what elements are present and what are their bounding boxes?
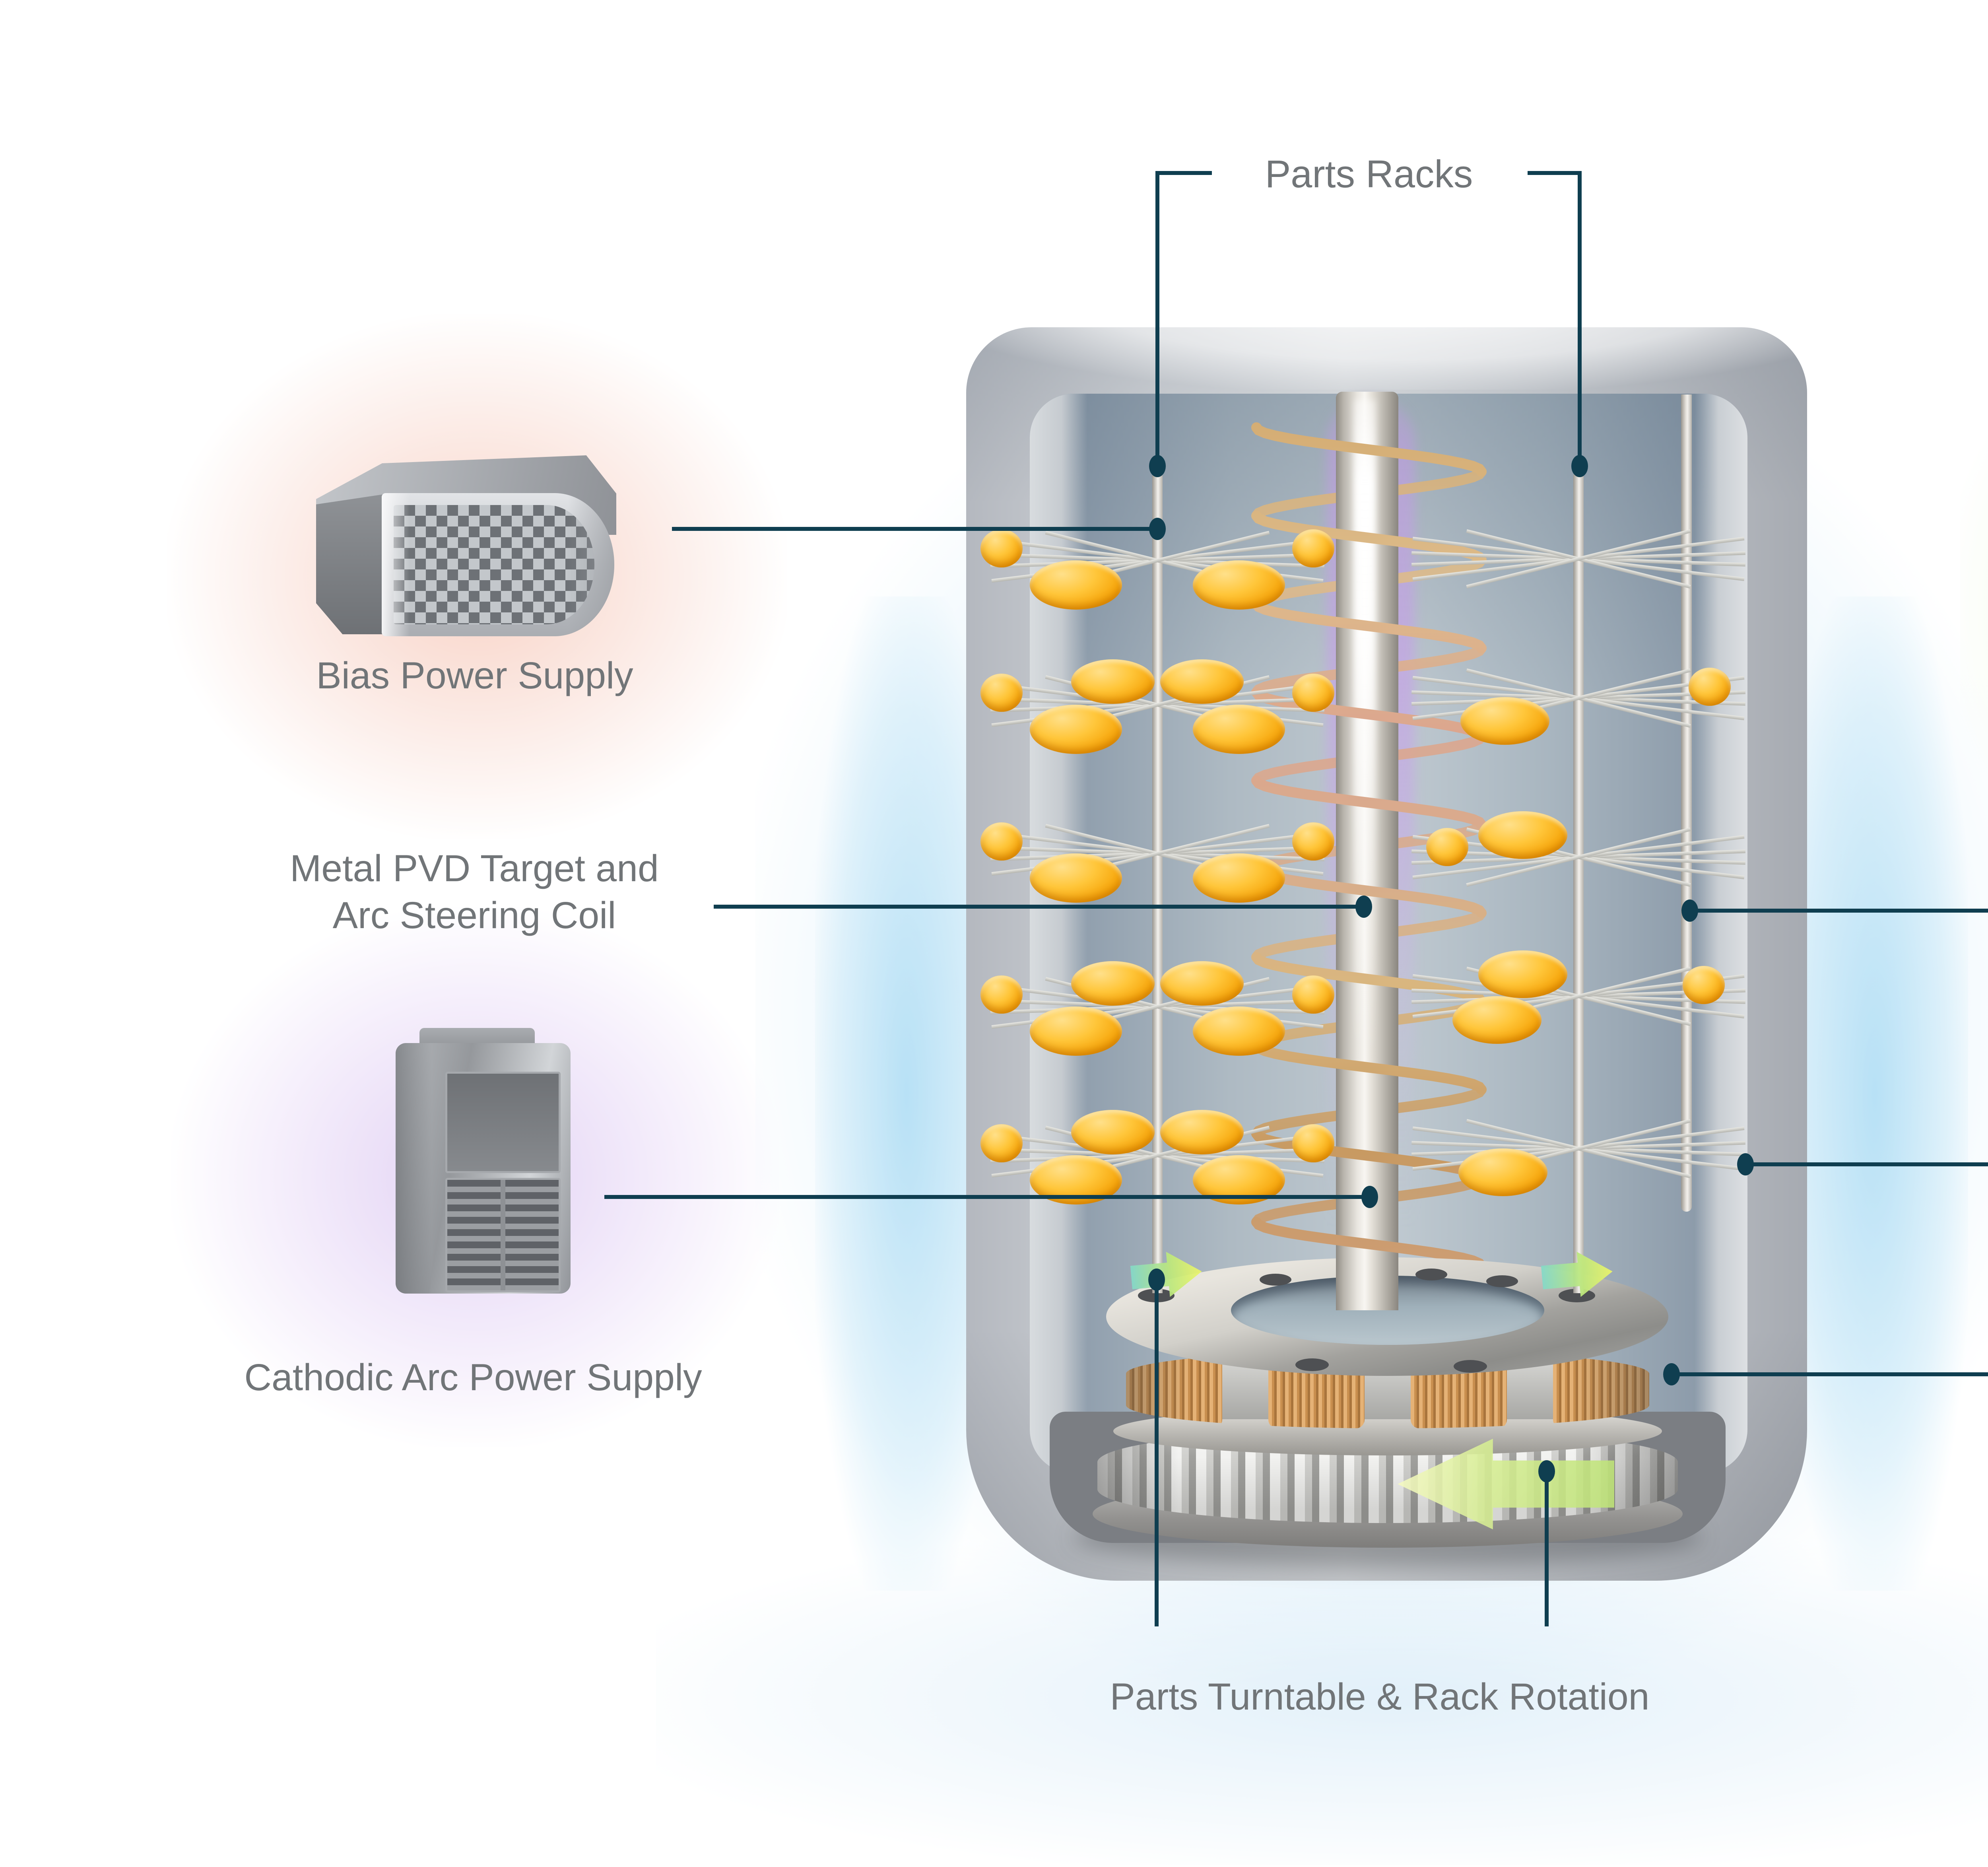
parts-disc — [1292, 822, 1334, 861]
parts-disc — [1426, 828, 1468, 866]
parts-disc — [1160, 961, 1244, 1006]
parts-disc — [980, 975, 1023, 1014]
label-parts-racks: Parts Racks — [1265, 152, 1473, 196]
parts-disc — [1683, 966, 1725, 1004]
bias-power-supply-side — [316, 493, 392, 634]
parts-disc — [980, 674, 1023, 712]
parts-disc — [1292, 674, 1334, 712]
leader-dot — [1571, 455, 1588, 477]
bolt-hole — [1486, 1275, 1518, 1287]
parts-disc — [1478, 950, 1567, 998]
leader-vacuum-chamber — [1745, 1162, 1988, 1166]
arc-steering-coil-front — [1251, 422, 1487, 1271]
leader-dot — [1737, 1153, 1754, 1175]
bolt-hole — [1415, 1269, 1447, 1280]
parts-disc — [1460, 697, 1549, 745]
parts-disc — [1193, 560, 1285, 610]
label-parts-turntable: Parts Turntable & Rack Rotation — [1110, 1676, 1650, 1718]
cathodic-supply-panel — [445, 1072, 561, 1173]
leader-dot — [1355, 896, 1372, 918]
leader-dot — [1663, 1363, 1680, 1385]
parts-disc — [1030, 1006, 1122, 1056]
label-metal-pvd-line1: Metal PVD Target and — [290, 847, 659, 890]
parts-disc — [1071, 961, 1155, 1006]
parts-disc — [1458, 1148, 1547, 1196]
leader-cathodic-arc-supply — [604, 1195, 1370, 1199]
leader-dot — [1149, 455, 1166, 477]
parts-disc — [980, 822, 1023, 861]
leader-dot — [1681, 900, 1698, 922]
parts-disc — [1071, 659, 1155, 704]
leader-dot — [1148, 1269, 1165, 1291]
leader-parts-racks-left-tick — [1157, 171, 1212, 175]
bolt-hole — [1454, 1360, 1487, 1373]
chamber-right-cyan-glow — [1781, 596, 1968, 1591]
parts-disc — [1160, 659, 1244, 704]
leader-metal-pvd-target — [714, 905, 1364, 909]
bias-power-supply-sheen — [382, 493, 614, 636]
leader-process-gases — [1690, 909, 1988, 913]
parts-disc — [1452, 996, 1541, 1044]
cathodic-supply-side-shade — [396, 1043, 431, 1294]
parts-disc — [1193, 1006, 1285, 1056]
parts-disc — [1030, 705, 1122, 754]
leader-dot — [1149, 518, 1166, 540]
leader-bias-power-supply — [672, 527, 1157, 531]
parts-rack-rod — [1152, 471, 1163, 1293]
bias-power-supply — [382, 493, 614, 636]
cathodic-supply-vents — [445, 1178, 561, 1292]
parts-disc — [1292, 975, 1334, 1014]
leader-chamber-wall-shields — [1672, 1372, 1988, 1376]
parts-disc — [1689, 668, 1731, 706]
leader-parts-racks-left — [1155, 171, 1159, 466]
parts-disc — [1292, 1124, 1334, 1162]
leader-dot — [1361, 1186, 1378, 1208]
label-bias-power-supply: Bias Power Supply — [316, 655, 633, 697]
parts-disc — [1478, 811, 1567, 859]
parts-disc — [1030, 853, 1122, 903]
pvd-target-column-base — [1336, 1255, 1398, 1310]
parts-rack-rod — [1573, 471, 1584, 1293]
bolt-hole — [1295, 1358, 1329, 1371]
parts-disc — [980, 1124, 1023, 1162]
leader-dot — [1538, 1460, 1555, 1482]
bolt-hole — [1260, 1274, 1291, 1286]
parts-disc — [980, 529, 1023, 567]
gas-manifold-tube — [1681, 394, 1692, 1212]
parts-disc — [1193, 853, 1285, 903]
label-metal-pvd-line2: Arc Steering Coil — [332, 894, 616, 936]
parts-disc — [1292, 529, 1334, 567]
parts-disc — [1193, 705, 1285, 754]
parts-disc — [1030, 560, 1122, 610]
label-cathodic-arc-power-supply: Cathodic Arc Power Supply — [244, 1356, 702, 1399]
leader-parts-racks-right — [1578, 171, 1582, 466]
leader-parts-racks-right-tick — [1528, 171, 1580, 175]
gas-cylinders-green-glow — [1960, 262, 1988, 954]
parts-disc — [1160, 1110, 1244, 1154]
chamber-top-highlight — [926, 255, 1889, 390]
label-metal-pvd-target: Metal PVD Target and Arc Steering Coil — [290, 845, 659, 939]
leader-turntable-right — [1545, 1471, 1549, 1626]
leader-turntable-left — [1155, 1280, 1159, 1626]
parts-disc — [1071, 1110, 1155, 1154]
